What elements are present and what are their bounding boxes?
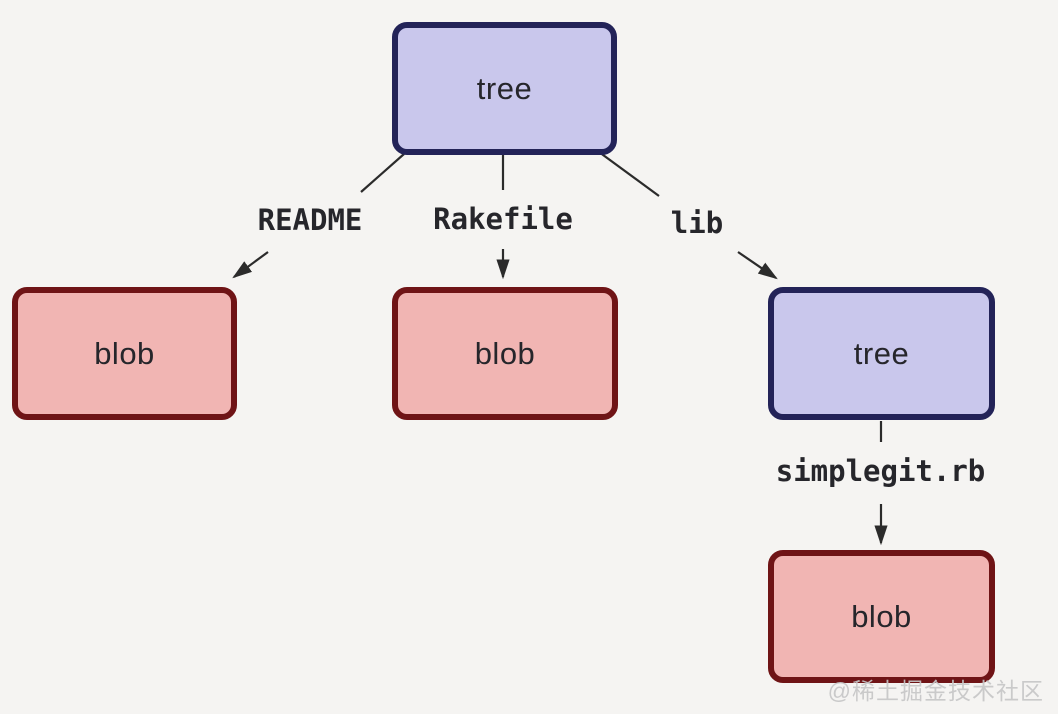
node-label: blob (851, 598, 912, 634)
node-label: blob (94, 335, 155, 371)
watermark-text: @稀土掘金技术社区 (827, 678, 1044, 704)
edge-line-root-readme-upper (360, 153, 405, 193)
edge-label-simplegit-rb: simplegit.rb (775, 454, 986, 488)
edge-line-root-lib-upper (598, 151, 660, 197)
node-tree-root: tree (392, 22, 617, 155)
edge-label-lib: lib (670, 206, 724, 240)
edge-label-readme: README (257, 203, 363, 237)
node-blob-rakefile: blob (392, 287, 618, 420)
node-label: tree (853, 335, 910, 371)
edge-label-rakefile: Rakefile (433, 202, 573, 236)
node-label: tree (476, 70, 533, 106)
node-blob-readme: blob (12, 287, 237, 420)
node-label: blob (474, 335, 536, 371)
node-blob-simplegit: blob (768, 550, 995, 683)
node-tree-lib: tree (768, 287, 995, 420)
edge-arrow-lib-tree (737, 251, 778, 280)
edge-arrow-readme-blob (232, 251, 269, 279)
